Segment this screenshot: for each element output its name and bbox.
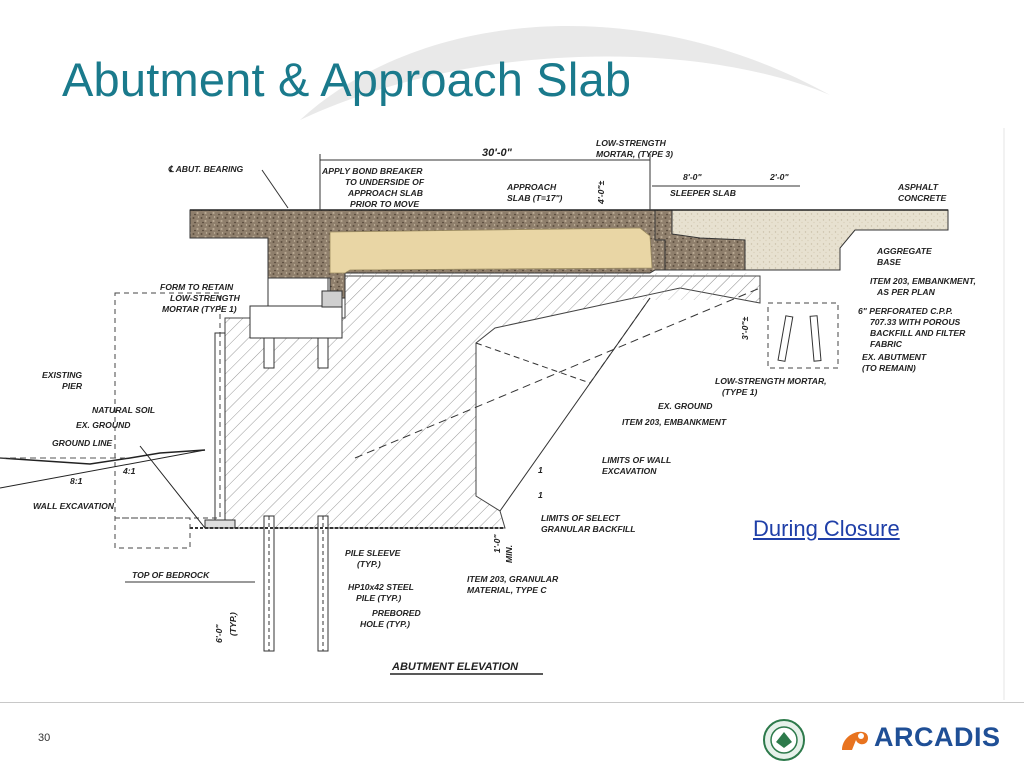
bond-breaker-3: APPROACH SLAB [347,188,423,198]
limits-select-backfill [499,297,651,512]
item203-emb-1: ITEM 203, EMBANKMENT, [870,276,976,286]
slide-title: Abutment & Approach Slab [62,53,632,106]
ex-abutment-2: (TO REMAIN) [862,363,916,373]
dim-3-label: 3'-0"± [740,316,750,340]
wall-excavation-line [139,445,206,529]
pier-footing-outline [114,517,191,549]
item203-emb-2: AS PER PLAN [876,287,936,297]
top-bedrock-label: TOP OF BEDROCK [132,570,210,580]
low-strength-top-1: LOW-STRENGTH [596,138,667,148]
asphalt-1: ASPHALT [897,182,939,192]
embankment-hatch [340,273,755,300]
existing-pier-outline [114,292,221,519]
ratio-1: 1 [538,465,543,475]
abutment-cap [249,305,343,339]
low-strength-mortar-fill [329,227,653,274]
item203-gran-2: MATERIAL, TYPE C [467,585,547,595]
low-strength-mid-1: LOW-STRENGTH MORTAR, [715,376,827,386]
perforated-pipes [777,315,822,362]
natural-soil-label: NATURAL SOIL [92,405,155,415]
aggregate-2: BASE [877,257,901,267]
existing-pier-1: EXISTING [42,370,82,380]
abut-bearing-label: ℄ ABUT. BEARING [168,164,244,174]
prebored-1: PREBORED [372,608,421,618]
pile-sleeve-2: (TYP.) [357,559,381,569]
perforated-4: FABRIC [870,339,903,349]
bond-breaker-1: APPLY BOND BREAKER [321,166,423,176]
dim-30-label: 30'-0" [482,147,513,159]
ratio-1b: 1 [538,490,543,500]
dim-4-label: 4'-0"± [596,180,606,205]
ex-abutment-1: EX. ABUTMENT [862,352,927,362]
bond-breaker-4: PRIOR TO MOVE [350,199,419,209]
ex-ground-line [0,449,206,489]
limits-wall-1: LIMITS OF WALL [602,455,671,465]
page-number: 30 [38,732,51,744]
pile-group [263,337,329,652]
dim-1-label: 1'-0" [492,534,502,553]
dim-6-label: 6'-0" [214,624,224,643]
ground-line [0,449,206,465]
backfill-zone [224,275,761,529]
form-retain-2: LOW-STRENGTH [170,293,241,303]
prebored-2: HOLE (TYP.) [360,619,410,629]
perforated-2: 707.33 WITH POROUS [870,317,961,327]
min-label: MIN. [504,545,514,563]
ex-ground-slope [354,287,761,459]
dimension-30ft [319,154,651,210]
bearing-block [321,290,343,308]
asphalt-concrete [671,209,949,271]
form-retain-1: FORM TO RETAIN [160,282,234,292]
leader [261,169,289,209]
item203-embankment-label: ITEM 203, EMBANKMENT [622,417,727,427]
limits-wall-2: EXCAVATION [602,466,657,476]
arcadis-wordmark: ARCADIS [874,722,1001,752]
form-box [267,277,329,307]
ex-ground-left-label: EX. GROUND [76,420,130,430]
odot-seal-icon [763,719,805,761]
abutment-elevation-drawing: 30'-0" 8'-0" 2'-0" SLEEPER SLAB 4'-0"± 3… [0,128,1005,700]
slope-4-label: 4:1 [122,466,136,476]
aggregate-1: AGGREGATE [876,246,932,256]
asphalt-2: CONCRETE [898,193,946,203]
hp-pile-2: PILE (TYP.) [356,593,401,603]
hp-pile-1: HP10x42 STEEL [348,582,414,592]
ex-abutment [767,302,839,369]
pier-footing [204,519,236,529]
slope-8-label: 8:1 [70,476,83,486]
ground-line-label: GROUND LINE [52,438,112,448]
drawing-title: ABUTMENT ELEVATION [391,661,519,673]
limits-select-1: LIMITS OF SELECT [541,513,621,523]
footer-divider [0,702,1024,703]
low-strength-top-2: MORTAR, (TYPE 3) [596,149,673,159]
pile-sleeve-1: PILE SLEEVE [345,548,401,558]
perforated-1: 6" PERFORATED C.P.P. [858,306,953,316]
limits-select-2: GRANULAR BACKFILL [541,524,636,534]
approach-slab-1: APPROACH [506,182,557,192]
approach-slab-2: SLAB (T=17") [507,193,563,203]
arcadis-logo: ARCADIS [840,722,1001,753]
arcadis-mark-icon [842,731,868,750]
typ-label: (TYP.) [228,612,238,636]
dim-8-label: 8'-0" [683,172,702,182]
sleeper-slab-label: SLEEPER SLAB [670,188,736,198]
bond-breaker-2: TO UNDERSIDE OF [345,177,425,187]
form-retain-3: MORTAR (TYPE 1) [162,304,237,314]
during-closure-link[interactable]: During Closure [753,516,900,541]
existing-pier-2: PIER [62,381,83,391]
low-strength-mid-2: (TYPE 1) [722,387,757,397]
wall-excavation-label: WALL EXCAVATION [33,501,115,511]
item203-gran-1: ITEM 203, GRANULAR [467,574,559,584]
ex-ground-right-label: EX. GROUND [658,401,712,411]
perforated-3: BACKFILL AND FILTER [870,328,966,338]
dim-2-label: 2'-0" [769,172,789,182]
